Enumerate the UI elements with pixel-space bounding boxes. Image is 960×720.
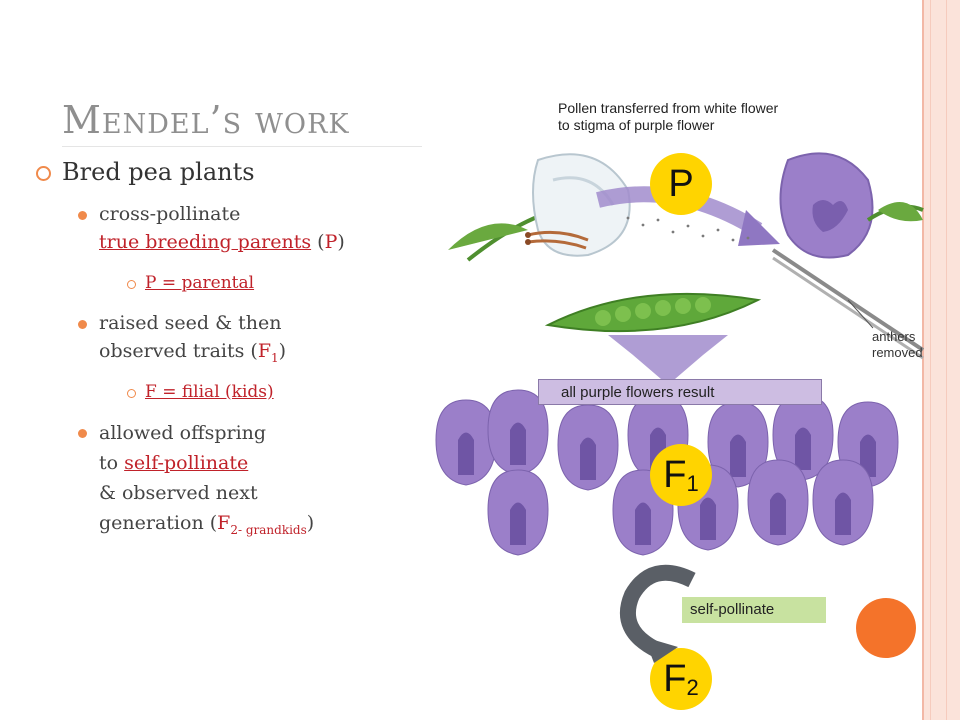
edge-decoration-band: [922, 0, 960, 720]
title-divider: [62, 146, 422, 147]
f-symbol: F: [257, 340, 272, 362]
bullet-bred-pea-plants: Bred pea plants: [62, 158, 255, 186]
orange-decoration-dot: [856, 598, 916, 658]
paren-open: (: [317, 231, 325, 253]
edge-decoration-line: [946, 0, 947, 720]
pea-pod-icon: [544, 292, 762, 333]
text-span: generation (: [99, 512, 218, 534]
anthers-removed-label: anthers removed: [872, 329, 923, 361]
bullet-ring-icon: [127, 389, 136, 398]
bullet-dot-icon: [78, 429, 87, 438]
bullet-ring-icon: [127, 280, 136, 289]
self-pollinate-loop-arrow-icon: [620, 564, 696, 663]
diagram-caption: Pollen transferred from white flower to …: [558, 100, 778, 134]
generation-f1-badge: F1: [650, 444, 712, 506]
bullet-dot-icon: [78, 320, 87, 329]
self-pollinate-label-box: self-pollinate: [682, 597, 826, 623]
label-line: anthers: [872, 329, 916, 344]
bullet-text-line: & observed next: [99, 482, 258, 504]
bullet-text-line: allowed offspring: [99, 422, 267, 444]
p-symbol: P: [324, 231, 338, 253]
bullet-raised-seed: raised seed & then observed traits (F1): [99, 309, 286, 372]
bullet-text-line: cross-pollinate: [99, 203, 241, 225]
caption-line: Pollen transferred from white flower: [558, 100, 779, 116]
true-breeding-parents-link[interactable]: true breeding parents: [99, 231, 312, 253]
bullet-text-line: raised seed & then: [99, 312, 282, 334]
bullet-ring-icon: [36, 166, 51, 181]
generation-label: P: [668, 163, 694, 205]
mendel-cross-illustration: [435, 152, 925, 556]
edge-decoration-line: [930, 0, 931, 720]
bullet-dot-icon: [78, 211, 87, 220]
text-span: observed traits (: [99, 340, 258, 362]
down-arrow-icon: [608, 335, 728, 385]
bullet-cross-pollinate: cross-pollinate true breeding parents (P…: [99, 200, 345, 256]
slide-title: Mendel’s work: [62, 98, 350, 142]
bullet-allowed-offspring: allowed offspring to self-pollinate & ob…: [99, 418, 314, 545]
generation-label: F: [663, 454, 687, 496]
generation-p-badge: P: [650, 153, 712, 215]
generation-label: F: [663, 658, 687, 700]
caption-line: to stigma of purple flower: [558, 117, 715, 133]
label-line: removed: [872, 345, 923, 360]
note-p-parental[interactable]: P = parental: [145, 273, 255, 293]
bullet-text-line: observed traits (F1): [99, 337, 286, 372]
f-subscript: 2- grandkids: [230, 522, 307, 537]
result-label-box: all purple flowers result: [538, 379, 822, 405]
paren-close: ): [337, 231, 345, 253]
anthers-pointer-line: [847, 299, 874, 329]
text-span: ): [306, 512, 315, 534]
bullet-text-line: to self-pollinate: [99, 448, 314, 478]
self-pollinate-link[interactable]: self-pollinate: [124, 452, 249, 474]
purple-flower-icon: [779, 152, 924, 259]
f-symbol: F: [217, 512, 231, 534]
bullet-text-line: generation (F2- grandkids): [99, 508, 314, 545]
generation-subscript: 2: [686, 675, 699, 701]
pollen-dots: [626, 216, 750, 242]
bullet-text-line: true breeding parents (P): [99, 228, 345, 256]
note-f-filial[interactable]: F = filial (kids): [145, 382, 274, 402]
white-flower-icon: [448, 153, 631, 262]
f-subscript: 1: [271, 350, 279, 365]
f1-flower-group: [435, 389, 899, 556]
edge-decoration-line: [922, 0, 924, 720]
text-span: to: [99, 452, 125, 474]
text-span: ): [278, 340, 287, 362]
generation-subscript: 1: [686, 471, 699, 497]
